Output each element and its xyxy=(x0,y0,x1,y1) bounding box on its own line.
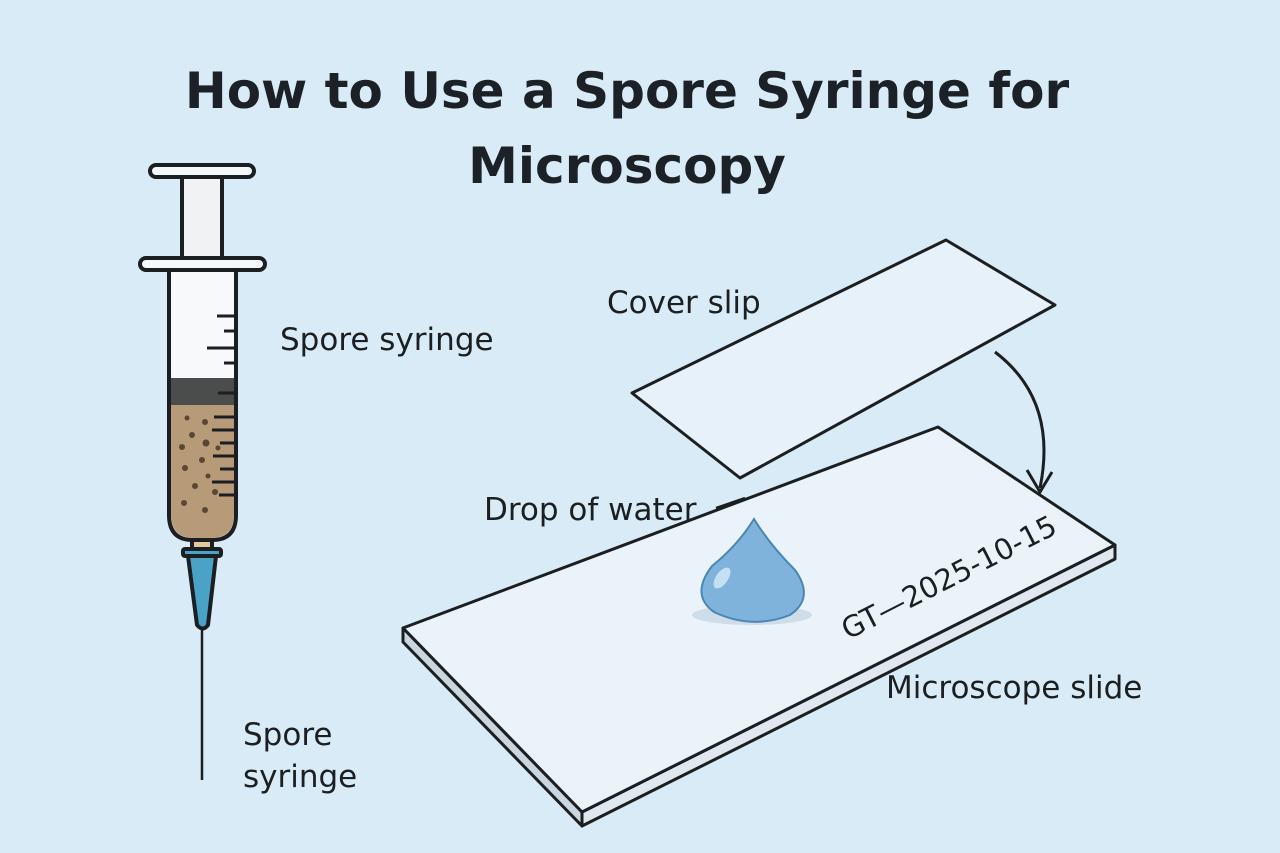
water-drop-icon xyxy=(700,517,805,623)
label-cover-slip: Cover slip xyxy=(607,285,761,321)
microscope-slide xyxy=(401,425,1117,828)
label-drop-of-water: Drop of water xyxy=(484,492,697,528)
spore-liquid xyxy=(171,405,234,538)
drop-highlight xyxy=(713,567,731,589)
label-spore-syringe-top: Spore syringe xyxy=(280,322,494,358)
needle-hub xyxy=(186,554,218,631)
label-microscope-slide: Microscope slide xyxy=(886,670,1142,706)
spore-particles xyxy=(179,415,221,513)
cover-slip xyxy=(630,238,1057,480)
graduation-marks xyxy=(207,314,234,497)
title-line-1: How to Use a Spore Syringe for xyxy=(185,62,1070,120)
placement-arrow xyxy=(994,350,1046,489)
title-line-2: Microscopy xyxy=(468,137,786,195)
arrow-head-icon xyxy=(1025,469,1054,495)
label-spore-syringe-bottom-1: Spore xyxy=(243,717,332,753)
syringe-illustration xyxy=(138,163,267,780)
drop-leader-line xyxy=(715,496,746,510)
plunger-rod xyxy=(180,175,224,261)
label-spore-syringe-bottom-2: syringe xyxy=(243,759,357,795)
